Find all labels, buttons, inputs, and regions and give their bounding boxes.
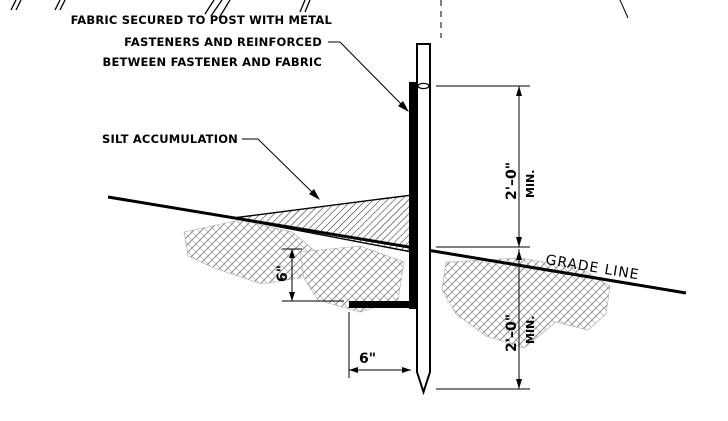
fabric-callout-line2: FASTENERS AND REINFORCED [124, 35, 322, 49]
depth-arrow-bottom [289, 292, 295, 301]
depth-arrow-top [289, 249, 295, 258]
upper-dim-note: MIN. [524, 170, 537, 198]
stray-stroke [619, 0, 629, 19]
post [416, 43, 431, 396]
upper-dim-arrow-top [516, 86, 522, 96]
lower-dimension [436, 249, 530, 390]
fabric-leader-arrow [398, 101, 409, 112]
lower-dim-arrow-top [516, 250, 522, 260]
silt-callout: SILT ACCUMULATION [102, 132, 238, 146]
fabric-callout-line3: BETWEEN FASTENER AND FABRIC [103, 55, 323, 69]
trench-depth-value: 6" [275, 265, 291, 282]
width-arrow-right [402, 367, 411, 373]
fabric-callout-line1: FABRIC SECURED TO POST WITH METAL [71, 13, 333, 27]
lower-dim-arrow-bottom [516, 379, 522, 389]
grade-line [107, 195, 687, 295]
lower-dim-note: MIN. [524, 316, 537, 344]
fabric [409, 82, 416, 309]
soil-patches [183, 219, 611, 349]
fabric-trench-flap [349, 301, 411, 308]
metal-fastener [417, 82, 430, 90]
upper-dimension [436, 85, 530, 248]
silt-leader [242, 138, 317, 197]
lower-dim-value: 2'–0" [504, 314, 520, 352]
width-arrow-left [349, 367, 358, 373]
silt-leader-arrow [309, 189, 320, 200]
trench-width-dimension [348, 312, 411, 378]
top-hatch-strokes [10, 0, 311, 19]
upper-dim-arrow-bottom [516, 237, 522, 247]
fabric-leader [328, 41, 406, 109]
trench-width-value: 6" [359, 351, 376, 367]
upper-dim-value: 2'–0" [504, 162, 520, 200]
